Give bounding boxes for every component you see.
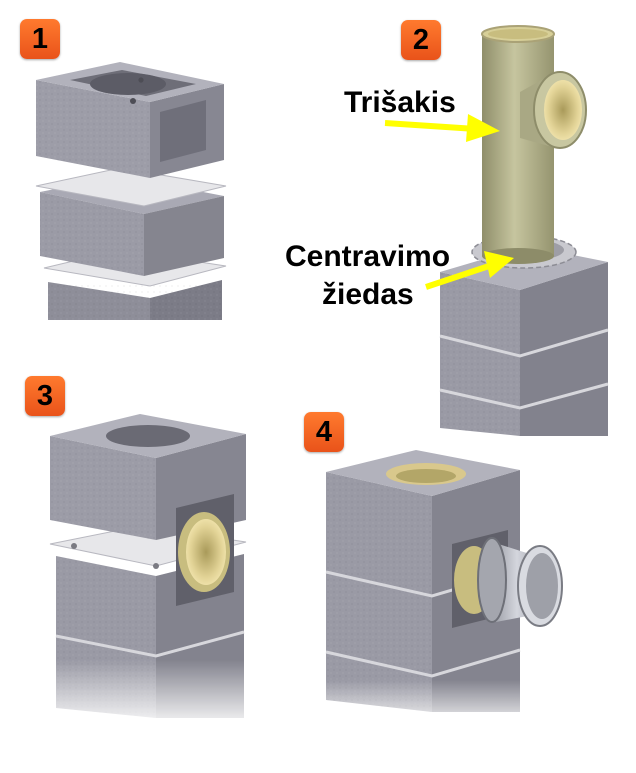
chimney-block-icon xyxy=(439,246,609,436)
liner-pipe-icon xyxy=(178,512,230,592)
step-badge-1: 1 xyxy=(20,19,60,59)
step4-illustration xyxy=(310,450,563,730)
ring-arrow xyxy=(425,251,514,290)
chimney-block-icon xyxy=(48,280,222,320)
step2-illustration xyxy=(384,25,609,436)
step3-illustration xyxy=(40,414,260,730)
ring-label-line2: žiedas xyxy=(322,278,414,311)
tee-arrow xyxy=(384,114,500,142)
step1-illustration xyxy=(35,62,227,320)
ring-label-line1: Centravimo xyxy=(285,240,451,273)
step-badge-2: 2 xyxy=(401,20,441,60)
tee-pipe-icon xyxy=(481,25,587,264)
step-badge-3: 3 xyxy=(25,376,65,416)
step-badge-4: 4 xyxy=(304,412,344,452)
tee-label: Trišakis xyxy=(344,86,456,119)
adapter-ring-icon xyxy=(477,537,563,627)
chimney-block-icon xyxy=(36,62,224,178)
